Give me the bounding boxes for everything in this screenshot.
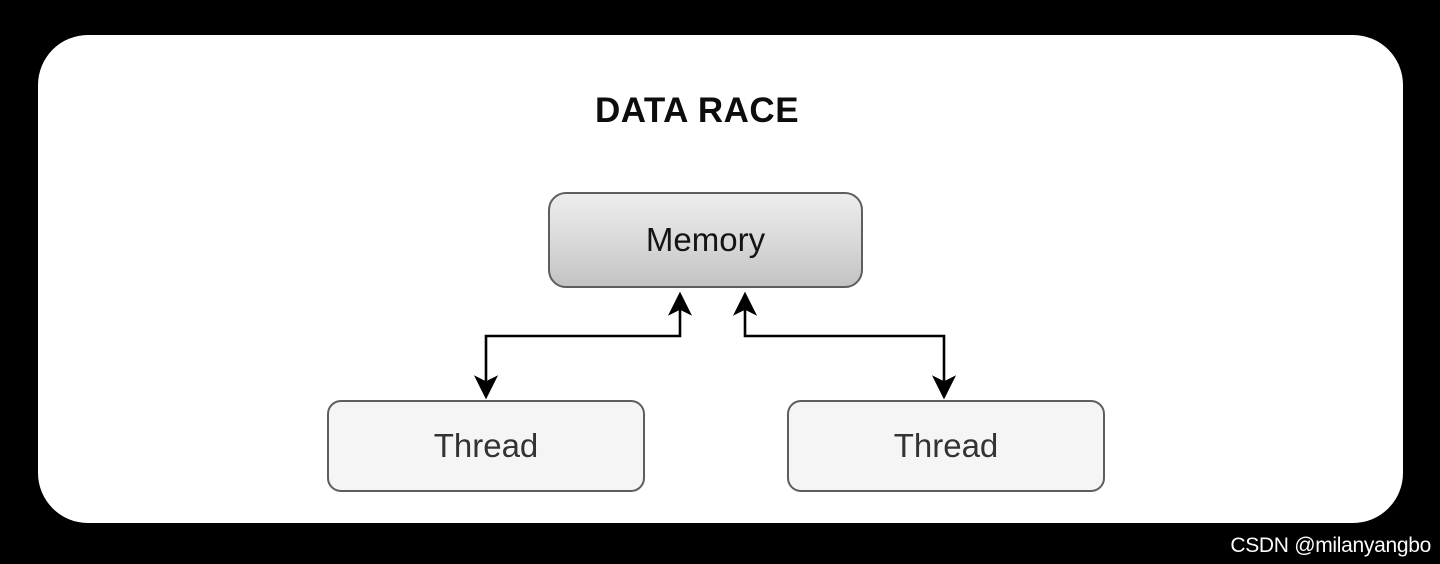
diagram-title: DATA RACE [594, 91, 800, 130]
thread-node-right-label: Thread [893, 427, 999, 464]
memory-thread-left-connector [473, 291, 693, 400]
thread-node-left-label: Thread [433, 427, 539, 464]
memory-node-label: Memory [645, 221, 766, 258]
memory-thread-right-connector [732, 291, 957, 400]
thread-node-left: Thread [327, 400, 645, 492]
memory-node: Memory [548, 192, 863, 288]
diagram-canvas: DATA RACE Memory Thread Thread [38, 35, 1403, 523]
watermark: CSDN @milanyangbo [1230, 534, 1431, 557]
thread-node-right: Thread [787, 400, 1105, 492]
